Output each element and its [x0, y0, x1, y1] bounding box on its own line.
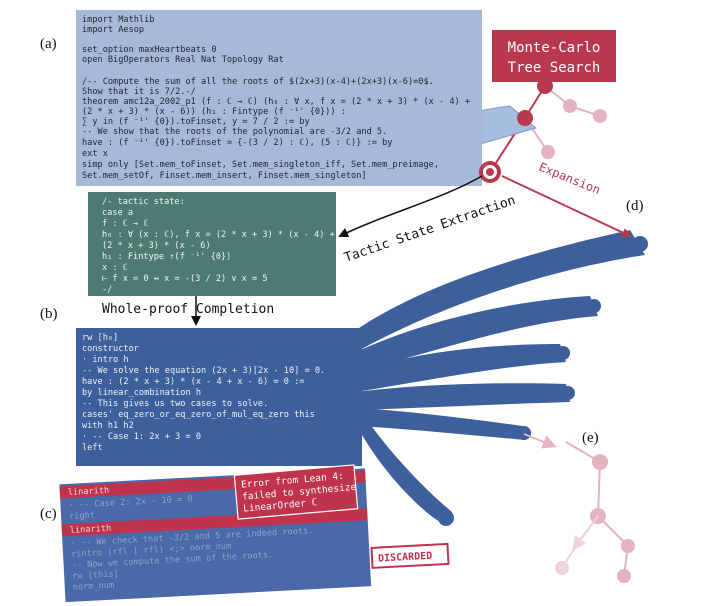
mcts-title-line: Monte-Carlo [508, 40, 601, 56]
code-a-line: have : (f ⁻¹' {0}).toFinset = {-(3 / 2) … [82, 138, 392, 148]
discarded-label: DISCARDED [378, 551, 433, 565]
error-bar-2 [61, 508, 368, 537]
mcts-title-line: Tree Search [508, 60, 601, 76]
extraction-arrow [338, 175, 483, 238]
expand-arrow-faint [572, 515, 599, 551]
code-b-line: rw [h₀] [82, 333, 118, 343]
code-b-line: with h1 h2 [82, 421, 134, 431]
tree-node [556, 346, 570, 360]
code-b-line: · -- Case 1: 2x + 3 = 0 [82, 432, 201, 442]
code-a-line: -- We show that the roots of the polynom… [82, 127, 387, 137]
tactic-state-line: h₀ : ∀ (x : ℂ), f x = (2 * x + 3) * (x -… [102, 230, 335, 240]
code-a-line: /-- Compute the sum of all the roots of … [82, 77, 434, 87]
label-e: (e) [582, 430, 599, 446]
code-b-line: have : (2 * x + 3) * (x - 4 + x - 6) = 0… [82, 377, 304, 387]
tactic-state-line: x : ℂ [102, 263, 128, 273]
tree-node [563, 99, 577, 113]
code-c-line: norm_num [73, 581, 115, 593]
selected-node-core [486, 168, 494, 176]
tactic-state-line: /- tactic state: [102, 197, 185, 207]
tree-node [587, 299, 601, 313]
ribbon-to-node-1 [356, 230, 645, 352]
tree-node [555, 561, 569, 575]
tree-node [517, 426, 531, 440]
code-a-line: Show that it is 7/2.-/ [82, 87, 196, 97]
completion-label: Whole-proof Completion [102, 302, 274, 317]
code-a-line: Set.mem_setOf, Finset.mem_insert, Finset… [82, 171, 367, 181]
tree-node [438, 510, 454, 526]
code-a-line: theorem amc12a_2002_p1 (f : ℂ → ℂ) (h₀ :… [82, 97, 470, 107]
discarded-stamp: DISCARDED [370, 542, 450, 569]
code-c-line: rw [this] [72, 569, 119, 581]
tree-node [537, 78, 553, 94]
tactic-state-line: (2 * x + 3) * (x - 6) [102, 241, 211, 251]
code-a-line: (2 * x + 3) * (x - 6)) (h₁ : Fintype (f … [82, 107, 346, 117]
code-b-line: constructor [82, 344, 139, 354]
code-b-line: -- We solve the equation (2x + 3)[2x - 1… [82, 366, 325, 376]
tactic-state-line: -/ [102, 285, 112, 295]
ribbon-to-node-3 [356, 344, 566, 392]
expansion-arrow [501, 175, 632, 238]
tactic-state-panel [88, 192, 336, 296]
code-c-line: linarith [70, 524, 112, 536]
code-c-line: linarith [68, 486, 110, 498]
expand-arrow-e [523, 433, 557, 449]
tactic-state-line: h₁ : Fintype ↑(f ⁻¹' {0}) [102, 252, 231, 262]
code-a-line: open BigOperators Real Nat Topology Rat [82, 55, 284, 65]
code-panel-a [76, 10, 482, 186]
code-panel-a-text: import Mathlib import Aesop set_option m… [82, 15, 470, 181]
tree-node [561, 386, 575, 400]
code-c-line: right [69, 511, 95, 522]
tree-node [517, 110, 533, 126]
code-b-line: left [82, 443, 103, 453]
tree-node [541, 145, 555, 159]
label-b: (b) [40, 306, 58, 322]
code-a-line: ∑ y in (f ⁻¹' {0}).toFinset, y = 7 / 2 :… [82, 117, 310, 127]
tactic-state-line: f : ℂ → ℂ [102, 219, 149, 229]
code-b-line: · intro h [82, 355, 129, 365]
tree-node [621, 539, 635, 553]
mcts-box: Monte-Carlo Tree Search [492, 30, 616, 82]
tree-node [617, 569, 631, 583]
code-a-line: set_option maxHeartbeats 0 [82, 45, 217, 55]
code-a-line: ext x [82, 149, 108, 159]
ribbon-to-node-4 [356, 383, 570, 410]
code-ribbons-dark [356, 230, 645, 522]
tree-node [632, 236, 648, 252]
ribbon-to-node-2 [356, 296, 598, 372]
error-box: Error from Lean 4: failed to synthesize … [233, 464, 359, 520]
code-b-line: cases' eq_zero_or_eq_zero_of_mul_eq_zero… [82, 410, 315, 420]
code-a-line: import Aesop [82, 25, 144, 35]
tree-node [592, 454, 608, 470]
expansion-label: Expansion [537, 160, 603, 197]
ribbon-to-node-5 [356, 408, 526, 440]
code-b-line: -- This gives us two cases to solve. [82, 399, 268, 409]
mcts-tree-nodes [438, 78, 648, 583]
tactic-state-line: ⊢ f x = 0 ↔ x = -(3 / 2) ∨ x = 5 [102, 274, 268, 284]
extraction-label: Tactic State Extraction [342, 193, 517, 266]
label-c: (c) [40, 506, 57, 522]
code-a-line: import Mathlib [82, 15, 154, 25]
code-panel-b-text: rw [h₀] constructor · intro h -- We solv… [82, 333, 325, 453]
tactic-state-line: case a [102, 208, 133, 218]
tree-node [593, 109, 607, 123]
code-panel-b [76, 328, 362, 466]
code-a-line: simp only [Set.mem_toFinset, Set.mem_sin… [82, 160, 439, 170]
tactic-state-text: /- tactic state: case a f : ℂ → ℂ h₀ : ∀… [102, 197, 335, 295]
mcts-tree-edges [489, 85, 629, 577]
ribbon-to-node-6 [356, 424, 452, 522]
code-b-line: by linear_combination h [82, 388, 201, 398]
label-a: (a) [40, 36, 57, 52]
label-d: (d) [626, 198, 644, 214]
